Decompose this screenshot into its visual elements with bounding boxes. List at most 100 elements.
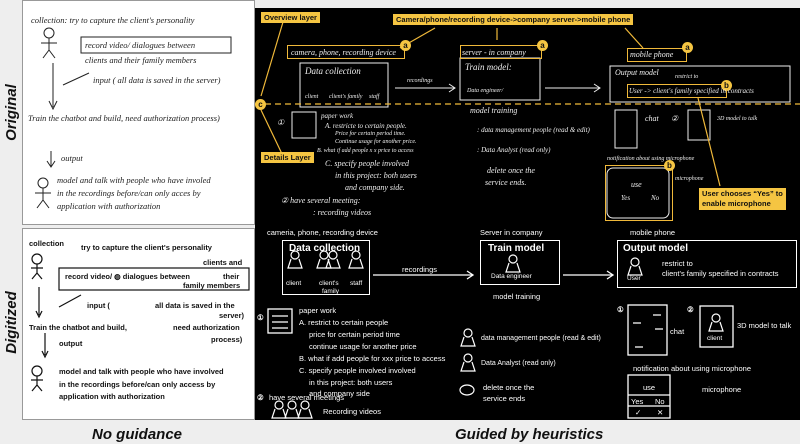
sketch-text: ① [277,118,285,127]
sketch-text: paper work [321,112,354,120]
digitized-lines [31,253,250,392]
original-guided-panel: Overview layer Camera/phone/recording de… [255,8,800,225]
sketch-text: client [305,94,319,100]
note-line: User chooses “Yes” to [702,189,783,198]
sketch-text: and company side. [345,183,405,192]
sketch-text: Price for certain period time. [335,131,406,137]
train-model-box: Train model Data engineer [480,240,560,285]
paper-text: A. restrict to certain people [299,318,389,327]
sketch-text: in this project: both users [335,171,417,180]
text: Train the chatbot and build, [29,323,127,332]
overview-layer-label: Overview layer [261,12,320,23]
hand-sketch-lines [35,27,232,209]
model3d-label: 3D model to talk [737,321,792,330]
sketch-text: recordings [407,78,433,84]
server-label: Server in company [480,228,543,237]
box-title: Train model [488,243,545,254]
row-label-digitized: Digitized [0,225,22,420]
sketch-text: User -> client's family specified in con… [629,87,754,95]
sketch-text: ② [671,114,679,123]
text: try to capture the client's personality [81,243,212,252]
paper-text: continue usage for another price [309,342,417,351]
sketch-text: chat [645,114,659,123]
paper-text: paper work [299,306,337,315]
box-title: Data collection [289,243,361,254]
notification-label: notification about using microphone [633,364,751,373]
device-highlight [287,45,405,59]
step-number: ② [687,305,694,314]
column-label-no-guidance: No guidance [92,426,183,443]
sketch-text: use [631,180,642,189]
text: all data is saved in the [155,301,235,310]
mic-highlight [605,165,673,221]
original-no-guidance-panel: collection: try to capture the client's … [22,0,255,225]
delete-text: delete once the [483,383,535,392]
sketch-text: model and talk with people who have invo… [57,175,211,185]
text: in the recordings before/can only access… [59,380,216,389]
column-label-guided: Guided by heuristics [455,426,604,443]
sketch-text: record video/ dialogues between [85,40,196,50]
sketch-text: Continue usage for another price. [335,139,417,145]
sketch-text: service ends. [485,178,527,187]
recording-videos-text: Recording videos [323,407,381,416]
sketch-text: model training [470,106,518,115]
device-label: cameria, phone, recording device [267,228,378,237]
sketch-text: mobile phone [630,50,674,59]
sketch-text: output [61,153,83,163]
step-number: ① [257,313,264,322]
sketch-text: microphone [675,176,704,182]
sketch-text: : Data Analyst (read only) [477,146,551,154]
sketch-text: Output model [615,68,659,77]
sketch-text: server - in company [462,48,526,57]
sketch-text: staff [369,94,380,100]
sketch-text: B. what if add people x x price to acces… [317,148,414,154]
model-training-label: model training [493,292,541,301]
chat-label: chat [670,327,685,336]
person-label: User [627,275,641,282]
marker-b: b [721,80,732,91]
digitized-no-guidance-panel: collection try to capture the client's p… [22,228,255,420]
server-highlight [460,45,542,59]
row-label-text: Digitized [2,291,20,354]
paper-text: price for certain period time [309,330,400,339]
sketch-text: notification about using microphone [607,156,695,162]
yes-button: Yes [631,397,644,406]
phone-label: mobile phone [630,228,676,237]
text: need authorization [173,323,240,332]
paper-text: C. specify people involved involved [299,366,416,375]
text: application with authorization [59,392,165,401]
person-label: staff [350,280,363,287]
person-label: client [707,335,723,342]
flow-annotation: Camera/phone/recording device->company s… [393,14,634,25]
sketch-text: Data collection [305,66,361,76]
check-icon: ✓ [635,408,642,417]
text: model and talk with people who have invo… [59,367,224,376]
marker-a: a [537,40,548,51]
text: process) [211,335,243,344]
data-collection-box: Data collection [282,240,370,295]
digitized-guided-panel: cameria, phone, recording device Server … [255,225,800,420]
person-icons [271,250,724,419]
sketch-text: ② have several meeting: [281,196,361,205]
role-text: data management people (read & edit) [481,335,601,342]
use-label: use [643,383,656,392]
sketch-text: collection: try to capture the client's … [31,15,195,25]
text: server) [219,311,245,320]
sketch-text: Data engineer/ [467,88,504,94]
row-label-original: Original [0,0,22,225]
sketch-text: : data management people (read & edit) [477,126,590,134]
restrict-highlight [627,84,727,98]
delete-text: service ends [483,394,526,403]
paper-text: B. what if add people for xxx price to a… [299,354,446,363]
text: collection [29,239,65,248]
digitized-diagram-lines [267,250,734,419]
sketch-text: Train model: [465,62,512,72]
row-label-text: Original [2,84,20,141]
meeting-text: have several meetings [269,393,345,402]
role-text: Data Analyst (read only) [481,360,556,367]
sketch-text: restrict to [675,74,699,80]
sketch-text: in the recordings before/can only acces … [57,188,201,198]
restrict-text: client's family specified in contracts [662,269,779,278]
sketch-text: client's family [329,94,363,100]
box-title: Output model [623,243,688,254]
